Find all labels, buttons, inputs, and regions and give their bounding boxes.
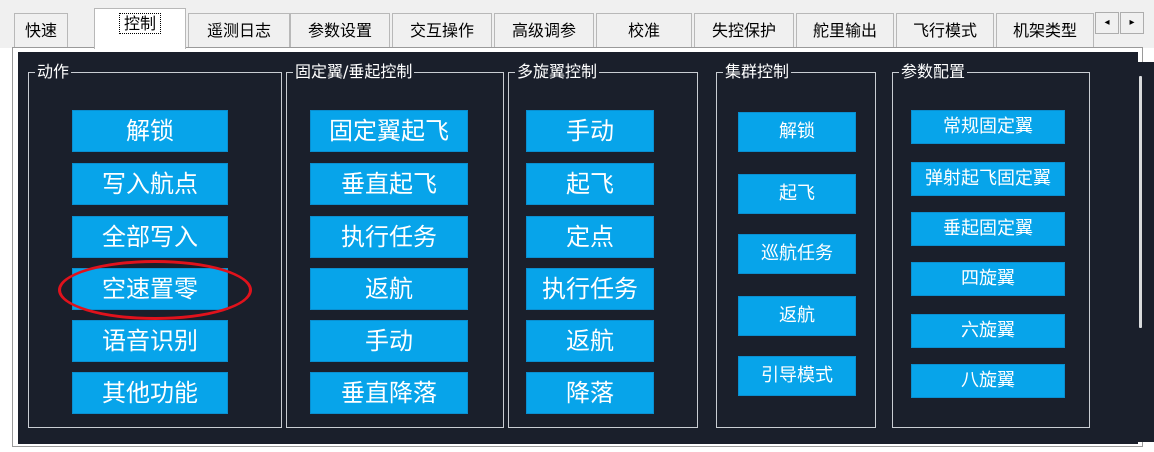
catapult-fixed-wing-button[interactable]: 弹射起飞固定翼 [911, 162, 1065, 196]
arrow-right-icon: ▸ [1129, 17, 1135, 28]
tab-calibration[interactable]: 校准 [596, 13, 692, 47]
swarm-cruise-mission-button[interactable]: 巡航任务 [738, 234, 856, 274]
mr-return-home-button[interactable]: 返航 [526, 320, 654, 362]
tab-servo-output[interactable]: 舵里输出 [796, 13, 894, 47]
fw-manual-button[interactable]: 手动 [310, 320, 468, 362]
vertical-takeoff-button[interactable]: 垂直起飞 [310, 163, 468, 205]
scrollbar-thumb[interactable] [1139, 76, 1142, 328]
tab-scroll-buttons: ◂ ▸ [1094, 12, 1144, 34]
tab-interactive-ops[interactable]: 交互操作 [392, 13, 492, 47]
tab-telemetry-log[interactable]: 遥测日志 [188, 13, 290, 47]
swarm-unlock-button[interactable]: 解锁 [738, 112, 856, 152]
mr-takeoff-button[interactable]: 起飞 [526, 163, 654, 205]
write-all-button[interactable]: 全部写入 [72, 216, 228, 258]
group-param-config-title: 参数配置 [899, 62, 968, 82]
conventional-fixed-wing-button[interactable]: 常规固定翼 [911, 110, 1065, 144]
vtol-fixed-wing-button[interactable]: 垂起固定翼 [911, 212, 1065, 246]
quadrotor-button[interactable]: 四旋翼 [911, 262, 1065, 296]
group-swarm: 集群控制 [716, 62, 876, 428]
tab-scroll-right-button[interactable]: ▸ [1120, 12, 1144, 34]
tab-quick[interactable]: 快速 [14, 13, 68, 47]
group-fixed-wing-vtol-title: 固定翼/垂起控制 [293, 62, 415, 82]
write-waypoint-button[interactable]: 写入航点 [72, 163, 228, 205]
mr-execute-mission-button[interactable]: 执行任务 [526, 268, 654, 310]
hexarotor-button[interactable]: 六旋翼 [911, 314, 1065, 348]
group-swarm-title: 集群控制 [723, 62, 792, 82]
fixed-wing-takeoff-button[interactable]: 固定翼起飞 [310, 110, 468, 152]
group-action: 动作 [28, 62, 282, 428]
tab-failsafe[interactable]: 失控保护 [694, 13, 794, 47]
tab-scroll-left-button[interactable]: ◂ [1095, 12, 1119, 34]
tab-frame-type[interactable]: 机架类型 [996, 13, 1094, 47]
mr-manual-button[interactable]: 手动 [526, 110, 654, 152]
tab-advanced-tuning[interactable]: 高级调参 [494, 13, 594, 47]
octorotor-button[interactable]: 八旋翼 [911, 364, 1065, 398]
group-action-title: 动作 [35, 62, 72, 82]
vertical-landing-button[interactable]: 垂直降落 [310, 372, 468, 414]
unlock-button[interactable]: 解锁 [72, 110, 228, 152]
tab-bar: 快速 控制 遥测日志 参数设置 交互操作 高级调参 校准 失控保护 舵里输出 飞… [0, 0, 1154, 49]
tab-control[interactable]: 控制 [94, 8, 186, 49]
voice-recognition-button[interactable]: 语音识别 [72, 320, 228, 362]
fw-return-home-button[interactable]: 返航 [310, 268, 468, 310]
control-panel: 动作 解锁 写入航点 全部写入 空速置零 语音识别 其他功能 固定翼/垂起控制 … [18, 52, 1154, 444]
group-param-config: 参数配置 [892, 62, 1090, 428]
zero-airspeed-button[interactable]: 空速置零 [72, 268, 228, 310]
swarm-return-home-button[interactable]: 返航 [738, 296, 856, 336]
group-multirotor: 多旋翼控制 [508, 62, 698, 428]
swarm-takeoff-button[interactable]: 起飞 [738, 174, 856, 214]
fw-execute-mission-button[interactable]: 执行任务 [310, 216, 468, 258]
tab-flight-mode[interactable]: 飞行模式 [896, 13, 994, 47]
arrow-left-icon: ◂ [1104, 17, 1110, 28]
group-fixed-wing-vtol: 固定翼/垂起控制 [286, 62, 504, 428]
tab-parameter-settings[interactable]: 参数设置 [290, 13, 390, 47]
mr-position-hold-button[interactable]: 定点 [526, 216, 654, 258]
other-functions-button[interactable]: 其他功能 [72, 372, 228, 414]
swarm-guided-mode-button[interactable]: 引导模式 [738, 356, 856, 396]
mr-land-button[interactable]: 降落 [526, 372, 654, 414]
vertical-scrollbar[interactable] [1130, 62, 1154, 442]
group-multirotor-title: 多旋翼控制 [515, 62, 600, 82]
